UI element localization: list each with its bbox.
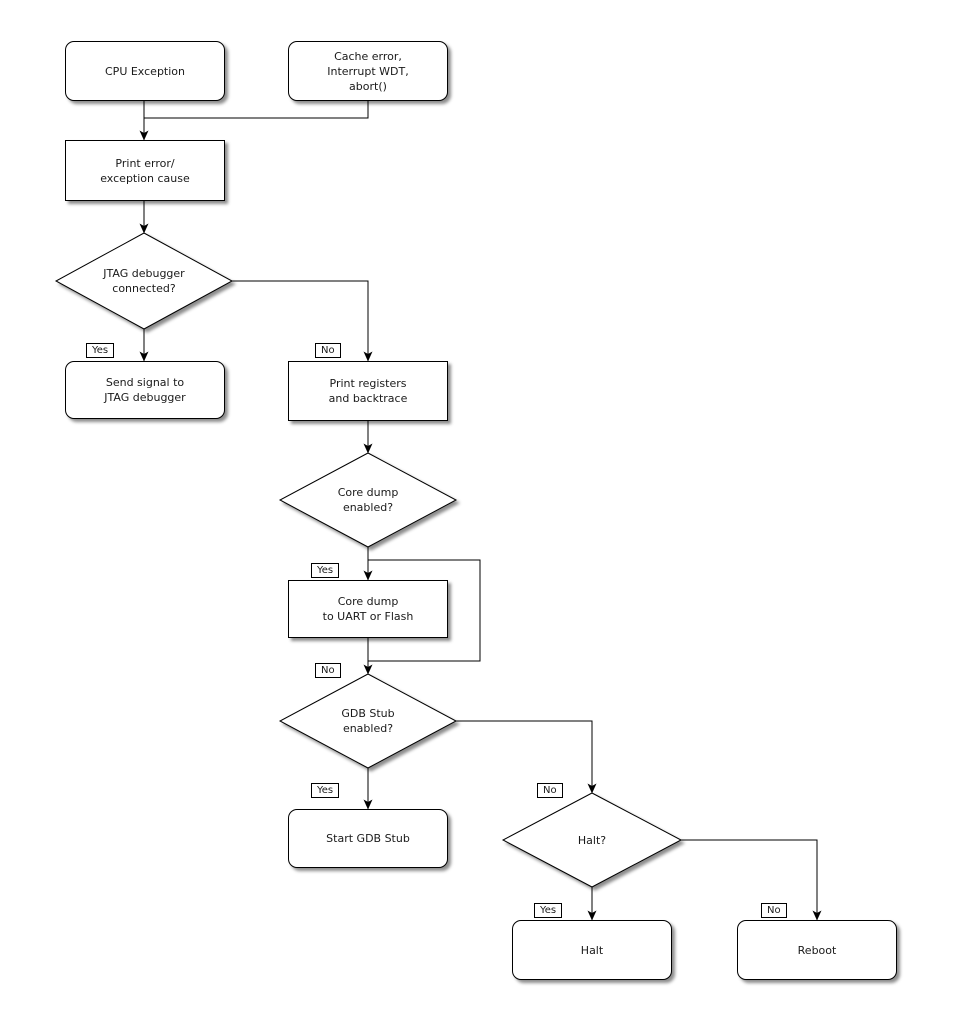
decision-core-dump-enabled xyxy=(278,452,458,548)
node-core-dump-uart-flash: Core dump to UART or Flash xyxy=(288,580,448,638)
edge-label-core-dump-no: No xyxy=(315,663,341,678)
edge-label-halt-yes: Yes xyxy=(534,903,563,918)
edge-gdb-no-to-halt-q xyxy=(456,720,597,794)
node-reboot: Reboot xyxy=(737,920,897,980)
node-start-gdb-stub: Start GDB Stub xyxy=(288,809,448,868)
node-cpu-exception: CPU Exception xyxy=(65,41,225,101)
decision-gdb-stub-enabled xyxy=(278,673,458,769)
edge-label-jtag-no: No xyxy=(315,343,341,358)
edge-coredump-no-bypass xyxy=(368,559,481,662)
node-print-registers-backtrace: Print registers and backtrace xyxy=(288,361,448,421)
edge-label-jtag-yes: Yes xyxy=(86,343,115,358)
edge-label-halt-no: No xyxy=(761,903,787,918)
edge-label-core-dump-yes: Yes xyxy=(311,563,340,578)
edge-label-gdb-no: No xyxy=(537,783,563,798)
decision-halt xyxy=(501,792,683,888)
node-halt: Halt xyxy=(512,920,672,980)
decision-jtag-connected xyxy=(54,232,234,330)
edge-jtag-no-to-print-registers xyxy=(232,280,373,362)
node-send-signal-jtag: Send signal to JTAG debugger xyxy=(65,361,225,419)
edge-halt-no-to-reboot xyxy=(681,839,822,921)
node-cache-error: Cache error, Interrupt WDT, abort() xyxy=(288,41,448,101)
edge-cache-to-merge xyxy=(144,101,369,119)
edge-label-gdb-yes: Yes xyxy=(311,783,340,798)
node-print-error-cause: Print error/ exception cause xyxy=(65,140,225,201)
